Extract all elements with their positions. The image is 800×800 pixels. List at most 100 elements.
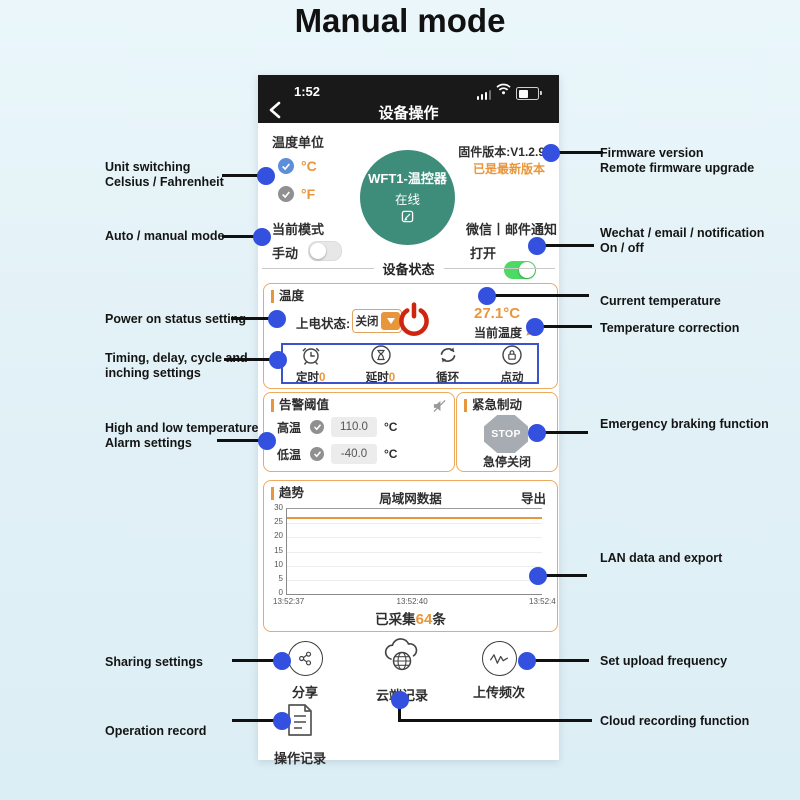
gridline <box>287 523 542 525</box>
cloud-record-icon <box>381 637 423 679</box>
annotation-label: Cloud recording function <box>600 714 750 728</box>
cycle-button[interactable]: 循环 <box>436 343 460 384</box>
waveform-icon <box>481 641 517 676</box>
annotation-label: Power on status setting <box>105 312 246 326</box>
current-temperature-label: 当前温度 <box>474 326 523 340</box>
brake-caption: 急停关闭 <box>482 455 531 469</box>
unit-section-title: 温度单位 <box>272 135 325 150</box>
page-title: Manual mode <box>294 2 506 39</box>
annotation-line <box>217 439 269 442</box>
annotation-dot <box>391 691 409 709</box>
gridline <box>287 551 542 553</box>
annotation-dot <box>478 287 496 305</box>
alarm-panel-title: 告警阈值 <box>271 399 329 412</box>
annotation-dot <box>518 652 536 670</box>
lock-icon <box>500 343 524 372</box>
annotation-line <box>398 719 592 722</box>
celsius-option[interactable]: °C <box>278 158 317 174</box>
annotation-line <box>231 317 279 320</box>
share-icon <box>287 641 323 676</box>
cell-signal-icon <box>476 90 491 100</box>
annotation-dot <box>273 712 291 730</box>
annotation-label: Sharing settings <box>105 655 203 669</box>
annotation-line <box>538 574 587 577</box>
battery-icon <box>516 87 542 100</box>
temperature-panel: 温度 上电状态: 关闭 27.1°C 当前温度 定时0 <box>263 283 558 389</box>
x-tick-label: 13:52:37 <box>273 597 305 606</box>
alarm-clock-icon <box>299 343 323 372</box>
fahrenheit-option[interactable]: °F <box>278 186 315 202</box>
low-temp-input[interactable]: -40.0 <box>331 444 377 464</box>
device-state-divider: 设备状态 <box>258 259 559 278</box>
y-tick-label: 20 <box>274 531 283 541</box>
mode-value: 手动 <box>272 246 299 261</box>
brake-panel-title: 紧急制动 <box>464 399 522 412</box>
mute-icon[interactable] <box>432 399 447 418</box>
page-header-title: 设备操作 <box>378 105 439 122</box>
current-temperature-value: 27.1°C <box>474 305 521 322</box>
high-temp-row: 高温 110.0 °C <box>277 417 397 437</box>
firmware-latest-badge[interactable]: 已是最新版本 <box>472 162 545 176</box>
y-tick-label: 0 <box>278 588 283 597</box>
temperature-panel-title: 温度 <box>271 290 304 303</box>
export-button[interactable]: 导出 <box>520 492 546 506</box>
trend-title: 趋势 <box>271 487 304 500</box>
notify-value: 打开 <box>470 246 497 261</box>
annotation-label: Auto / manual mode <box>105 229 225 243</box>
delay-button[interactable]: 延时0 <box>366 343 395 384</box>
annotation-dot <box>529 567 547 585</box>
share-button[interactable]: 分享 <box>273 641 337 701</box>
annotation-line <box>535 325 592 328</box>
annotation-label: Temperature correction <box>600 321 740 335</box>
annotation-dot <box>542 144 560 162</box>
annotation-label: Operation record <box>105 724 207 738</box>
x-tick-label: 13:52:4 <box>529 597 556 606</box>
low-temp-row: 低温 -40.0 °C <box>277 444 397 464</box>
edit-icon[interactable] <box>401 210 414 228</box>
chart-plot-area <box>286 508 542 595</box>
annotation-line <box>398 700 401 722</box>
annotation-line <box>487 294 589 297</box>
y-tick-label: 30 <box>274 503 283 512</box>
upload-frequency-button[interactable]: 上传频次 <box>467 641 531 701</box>
back-button[interactable] <box>269 101 283 119</box>
annotation-dot <box>269 351 287 369</box>
inching-button[interactable]: 点动 <box>500 343 524 384</box>
manual-mode-toggle[interactable] <box>308 241 342 261</box>
annotation-dot <box>257 167 275 185</box>
y-tick-label: 5 <box>278 573 283 583</box>
annotation-line <box>232 719 284 722</box>
firmware-version: 固件版本:V1.2.9 <box>458 145 545 159</box>
operation-record-button[interactable]: 操作记录 <box>268 703 332 767</box>
timer-functions-box: 定时0 延时0 循环 点动 <box>281 343 539 384</box>
check-icon[interactable] <box>310 447 324 461</box>
stop-button[interactable]: STOP <box>484 415 528 453</box>
celsius-label: °C <box>301 158 317 174</box>
hourglass-icon <box>369 343 393 372</box>
annotation-label: Emergency braking function <box>600 417 769 431</box>
annotation-line <box>537 244 594 247</box>
check-icon[interactable] <box>310 420 324 434</box>
device-name: WFT1-温控器 <box>368 170 447 186</box>
device-online-status: 在线 <box>394 192 420 207</box>
annotation-dot <box>528 424 546 442</box>
notification-toggle[interactable] <box>504 261 536 279</box>
annotation-dot <box>268 310 286 328</box>
gridline <box>287 537 542 539</box>
power-state-dropdown[interactable]: 关闭 <box>352 309 402 333</box>
annotation-label: LAN data and export <box>600 551 723 565</box>
power-button[interactable] <box>396 301 432 337</box>
annotation-line <box>224 358 280 361</box>
mode-section-title: 当前模式 <box>272 222 325 237</box>
device-status-circle[interactable]: WFT1-温控器 在线 <box>360 150 455 245</box>
unchecked-icon <box>278 186 294 202</box>
y-tick-label: 15 <box>274 545 283 555</box>
y-tick-label: 25 <box>274 517 283 527</box>
power-state-label: 上电状态: <box>296 317 351 331</box>
high-temp-input[interactable]: 110.0 <box>331 417 377 437</box>
timing-button[interactable]: 定时0 <box>296 343 325 384</box>
annotation-line <box>222 235 264 238</box>
